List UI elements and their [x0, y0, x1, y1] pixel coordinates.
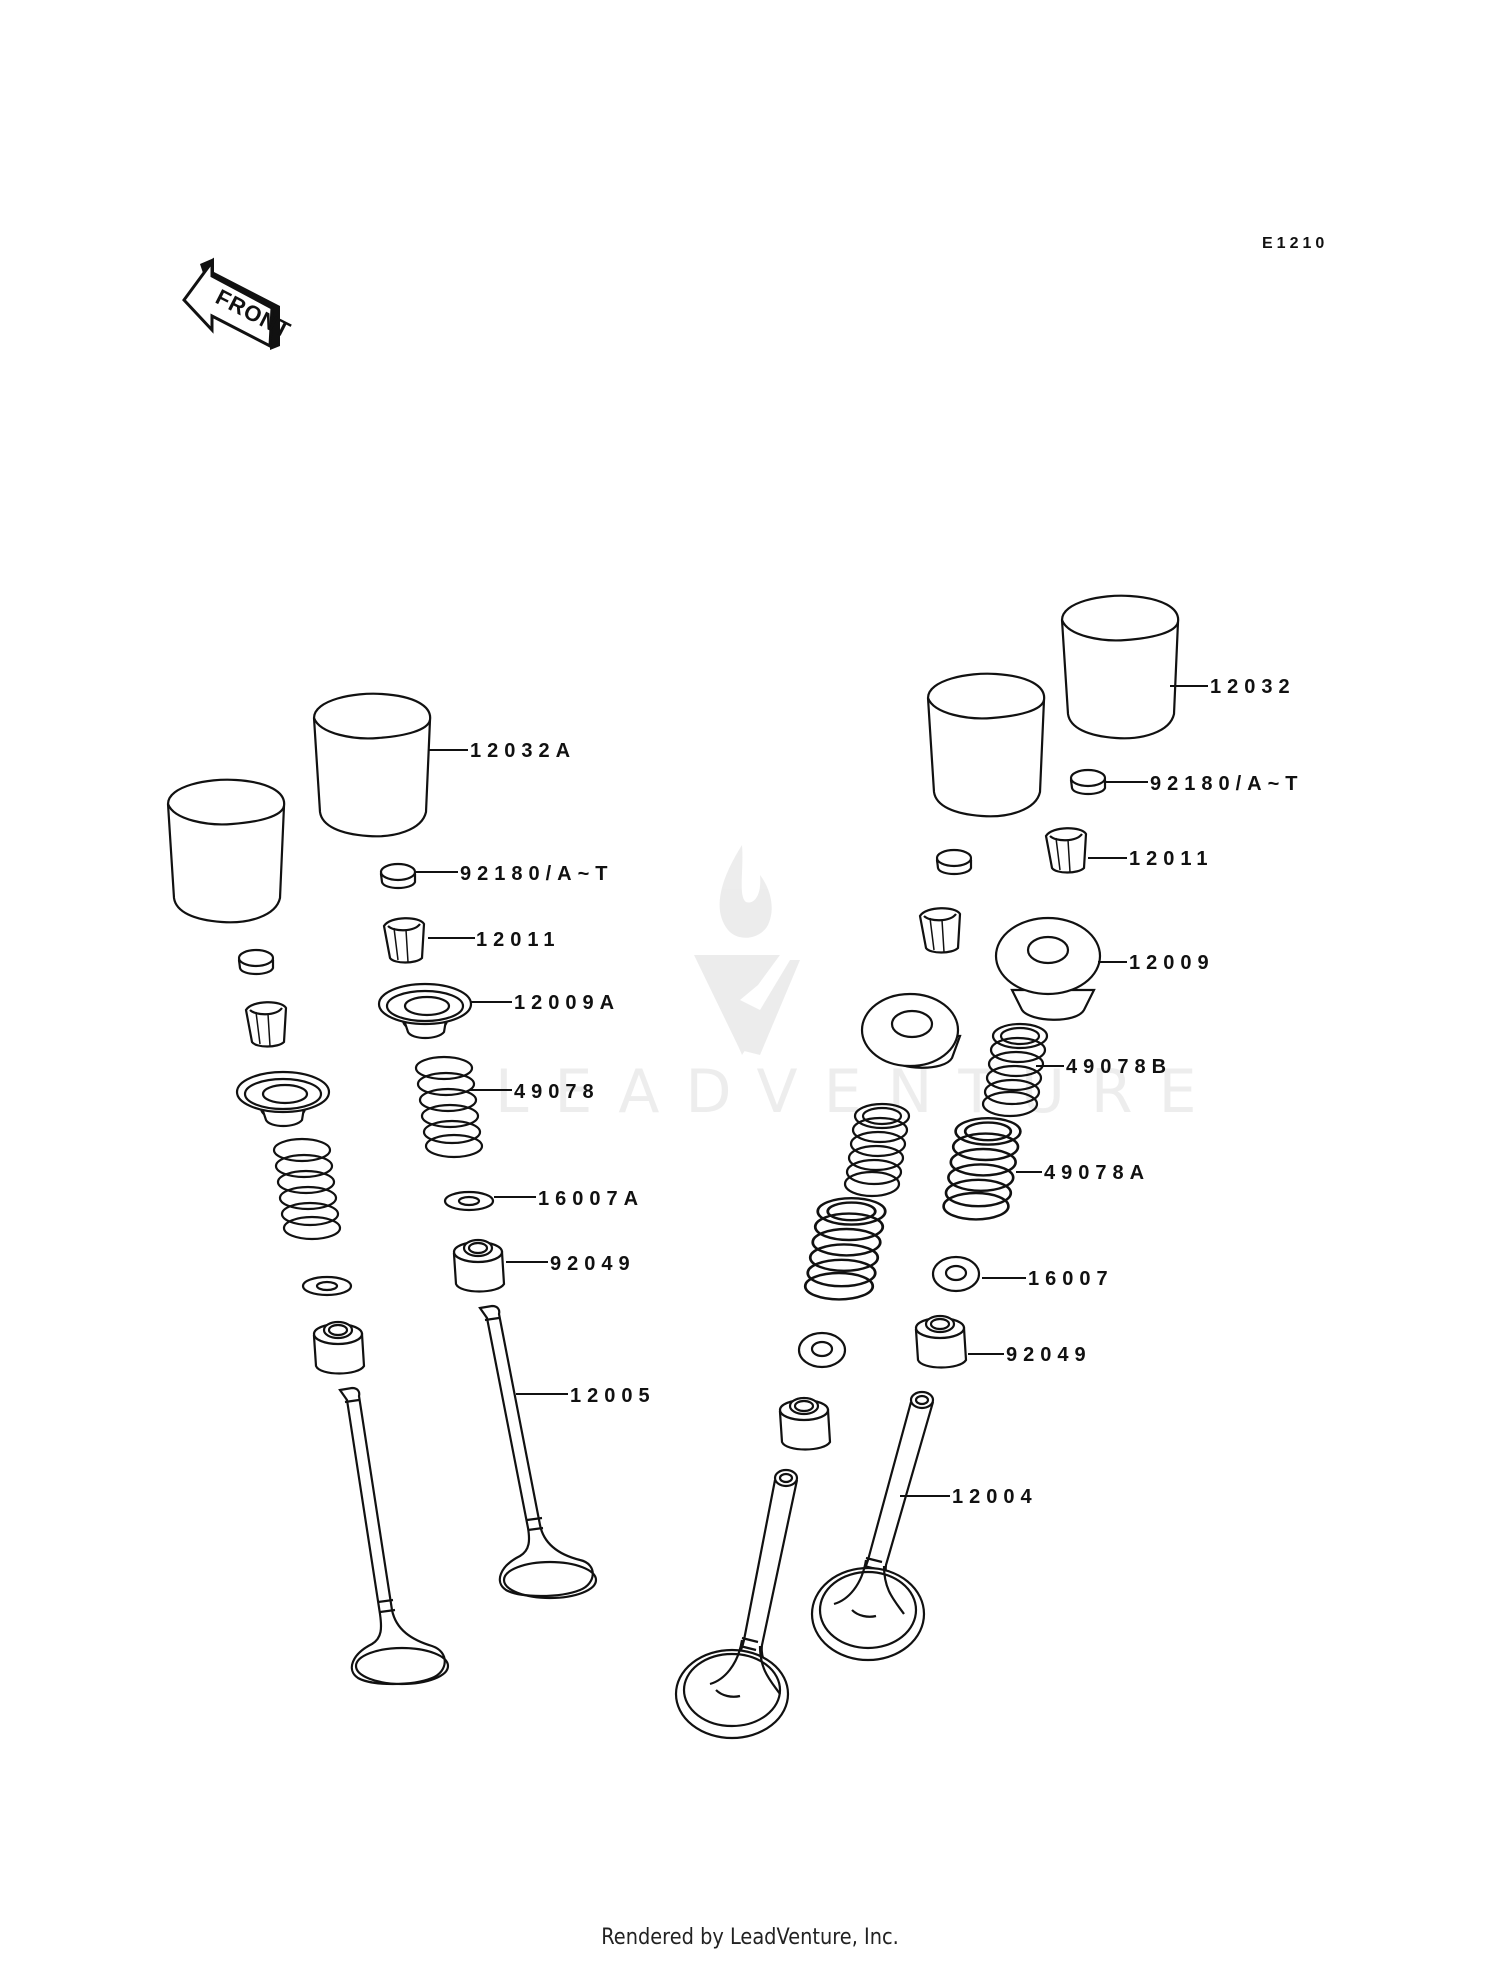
leadventure-watermark-icon: LEADVENTURE — [495, 845, 1223, 1127]
seal-92049-right[interactable] — [914, 1314, 968, 1369]
valve-front-right[interactable] — [674, 1468, 799, 1740]
seal-front-right[interactable] — [778, 1396, 832, 1451]
spring-front-right-outer[interactable] — [803, 1196, 887, 1301]
keeper-12011-right[interactable] — [1044, 827, 1088, 874]
part-label-92049-right[interactable]: 92049 — [1006, 1344, 1092, 1366]
washer-16007A[interactable] — [443, 1190, 495, 1212]
part-label-16007[interactable]: 16007 — [1028, 1268, 1114, 1290]
retainer-front-left[interactable] — [235, 1070, 331, 1128]
retainer-front-right[interactable] — [860, 992, 962, 1069]
seal-front-left[interactable] — [312, 1320, 366, 1375]
part-label-12032A[interactable]: 12032A — [470, 740, 576, 762]
part-label-92180-right[interactable]: 92180/A~T — [1150, 773, 1304, 795]
tappet-12032[interactable] — [1060, 594, 1180, 740]
spring-49078[interactable] — [414, 1055, 484, 1159]
tappet-12032-front[interactable] — [926, 672, 1046, 818]
part-label-12004[interactable]: 12004 — [952, 1486, 1038, 1508]
part-label-92049-left[interactable]: 92049 — [550, 1253, 636, 1275]
valve-12005[interactable] — [478, 1304, 598, 1600]
shim-92180[interactable] — [379, 862, 417, 890]
part-label-16007A[interactable]: 16007A — [538, 1188, 644, 1210]
part-label-12032[interactable]: 12032 — [1210, 676, 1296, 698]
shim-front-right[interactable] — [935, 848, 973, 876]
part-label-49078A[interactable]: 49078A — [1044, 1162, 1150, 1184]
part-label-12011-left[interactable]: 12011 — [476, 929, 561, 951]
shim-front-left[interactable] — [237, 948, 275, 976]
keeper-front-right[interactable] — [918, 907, 962, 954]
spring-49078A[interactable] — [942, 1116, 1022, 1221]
keeper-12011[interactable] — [382, 917, 426, 964]
retainer-12009A[interactable] — [377, 982, 473, 1040]
spring-front-right-inner[interactable] — [843, 1102, 911, 1198]
keeper-front-left[interactable] — [244, 1001, 288, 1048]
part-label-49078B[interactable]: 49078B — [1066, 1056, 1172, 1078]
spring-front-left[interactable] — [272, 1137, 342, 1241]
tappet-12032A[interactable] — [312, 692, 432, 838]
front-arrow-icon: FRONT — [182, 257, 295, 350]
retainer-12009[interactable] — [994, 916, 1102, 1021]
watermark-text: LEADVENTURE — [495, 1057, 1223, 1127]
part-label-49078[interactable]: 49078 — [514, 1081, 600, 1103]
footer-credit: Rendered by LeadVenture, Inc. — [601, 1925, 899, 1950]
part-label-12005[interactable]: 12005 — [570, 1385, 656, 1407]
washer-front-right[interactable] — [797, 1331, 847, 1369]
washer-16007[interactable] — [931, 1255, 981, 1293]
shim-92180-right[interactable] — [1069, 768, 1107, 796]
part-label-12011-right[interactable]: 12011 — [1129, 848, 1214, 870]
seal-92049-left[interactable] — [452, 1238, 506, 1293]
valve-12004[interactable] — [810, 1390, 935, 1662]
valve-front-left[interactable] — [338, 1386, 450, 1686]
washer-front-left[interactable] — [301, 1275, 353, 1297]
part-label-12009[interactable]: 12009 — [1129, 952, 1215, 974]
part-label-92180-left[interactable]: 92180/A~T — [460, 863, 614, 885]
tappet-12032A-front[interactable] — [166, 778, 286, 924]
diagram-code: E1210 — [1262, 235, 1328, 252]
part-label-12009A[interactable]: 12009A — [514, 992, 620, 1014]
